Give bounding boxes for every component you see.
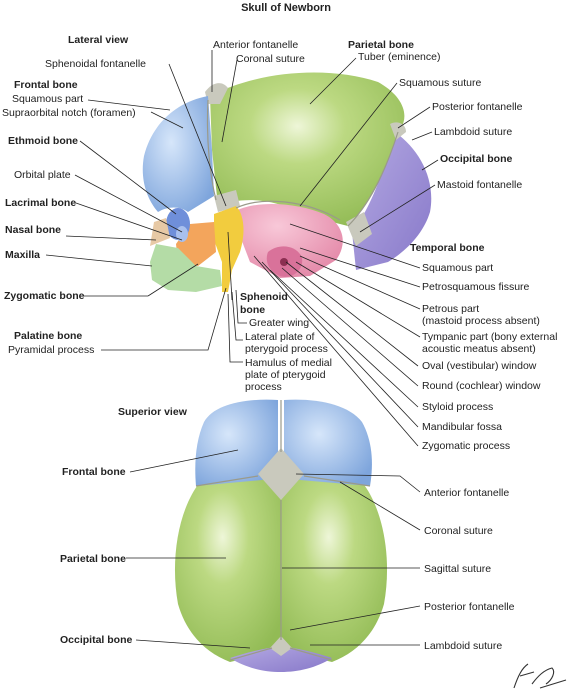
superior-labels: Frontal bone Parietal bone Occipital bon… (60, 466, 515, 652)
superior-coronal-suture (195, 475, 371, 487)
label-petrous-part: Petrous part (422, 303, 479, 315)
label-tympanic-part-note: acoustic meatus absent) (422, 343, 536, 355)
lateral-occipital-bone (352, 132, 432, 270)
netter-signature (513, 663, 567, 689)
lateral-parietal-bone (210, 72, 405, 226)
label-sphenoid-bone: Sphenoid (240, 291, 288, 303)
label-coronal-suture-superior: Coronal suture (424, 525, 493, 537)
lateral-temporal-bone (234, 203, 343, 278)
lateral-sphenoidal-fontanelle (214, 190, 240, 212)
label-nasal-bone: Nasal bone (5, 224, 61, 236)
lateral-view-heading: Lateral view (68, 34, 129, 46)
label-lambdoid-suture-lateral: Lambdoid suture (434, 126, 512, 138)
label-maxilla: Maxilla (5, 249, 40, 261)
superior-leaders (126, 449, 421, 649)
label-sagittal-suture: Sagittal suture (424, 563, 491, 575)
label-petrous-part-note: (mastoid process absent) (422, 315, 540, 327)
label-round-window: Round (cochlear) window (422, 380, 541, 392)
label-lambdoid-suture-superior: Lambdoid suture (424, 640, 502, 652)
superior-frontal-right (284, 399, 372, 486)
superior-view-heading: Superior view (118, 406, 188, 418)
lateral-right-leaders (253, 82, 439, 447)
superior-frontal-left (195, 399, 278, 486)
superior-parietal-right (281, 470, 388, 662)
lateral-bottom-labels: Sphenoid bone Greater wing Lateral plate… (240, 291, 332, 393)
lateral-left-labels: Sphenoidal fontanelle Frontal bone Squam… (2, 58, 146, 356)
label-posterior-fontanelle-superior: Posterior fontanelle (424, 601, 515, 613)
lateral-right-labels: Squamous suture Posterior fontanelle Lam… (399, 77, 557, 452)
lateral-bottom-leaders (227, 231, 247, 363)
label-posterior-fontanelle-lateral: Posterior fontanelle (432, 101, 523, 113)
label-orbital-plate: Orbital plate (14, 169, 71, 181)
label-petrosquamous-fissure: Petrosquamous fissure (422, 281, 530, 293)
lateral-anterior-fontanelle (205, 83, 228, 104)
label-oval-window: Oval (vestibular) window (422, 360, 537, 372)
label-lateral-plate: Lateral plate of (245, 331, 315, 343)
label-lacrimal-bone: Lacrimal bone (5, 197, 76, 209)
superior-parietal-left (174, 470, 281, 662)
superior-anterior-fontanelle (258, 448, 304, 500)
label-temporal-squamous: Squamous part (422, 262, 493, 274)
lateral-top-labels: Anterior fontanelle Coronal suture Parie… (213, 39, 440, 65)
lateral-oval-window (280, 258, 288, 266)
label-parietal-bone-superior: Parietal bone (60, 553, 126, 565)
label-pyramidal-process: Pyramidal process (8, 344, 94, 356)
lateral-left-leaders (45, 63, 227, 351)
label-coronal-suture-lateral: Coronal suture (236, 53, 305, 65)
label-occipital-bone-superior: Occipital bone (60, 634, 133, 646)
lateral-skull (142, 72, 432, 292)
label-squamous-suture: Squamous suture (399, 77, 481, 89)
superior-lambdoid-suture (229, 647, 333, 661)
label-anterior-fontanelle-superior: Anterior fontanelle (424, 487, 509, 499)
superior-skull (174, 399, 388, 672)
label-mastoid-fontanelle: Mastoid fontanelle (437, 179, 522, 191)
lateral-coronal-suture (206, 99, 217, 201)
label-occipital-bone-lateral: Occipital bone (440, 153, 513, 165)
label-tympanic-part: Tympanic part (bony external (422, 331, 557, 343)
lateral-squamous-suture (235, 200, 341, 221)
lateral-maxilla (150, 244, 222, 292)
lateral-posterior-fontanelle (390, 122, 406, 140)
label-hamulus-3: process (245, 381, 282, 393)
lateral-top-leaders (211, 50, 357, 143)
label-zygomatic-bone: Zygomatic bone (4, 290, 85, 302)
label-temporal-bone: Temporal bone (410, 242, 485, 254)
label-tuber-eminence: Tuber (eminence) (358, 51, 440, 63)
label-palatine-bone: Palatine bone (14, 330, 82, 342)
lateral-frontal-bone (142, 96, 214, 212)
label-styloid-process: Styloid process (422, 401, 493, 413)
label-ethmoid-bone: Ethmoid bone (8, 135, 78, 147)
label-sphenoid-bone-2: bone (240, 304, 265, 316)
label-sphenoidal-fontanelle: Sphenoidal fontanelle (45, 58, 146, 70)
label-frontal-squamous: Squamous part (12, 93, 83, 105)
label-supraorbital-notch: Supraorbital notch (foramen) (2, 107, 136, 119)
label-hamulus: Hamulus of medial (245, 357, 332, 369)
label-frontal-bone-superior: Frontal bone (62, 466, 126, 478)
label-frontal-bone: Frontal bone (14, 79, 78, 91)
label-parietal-bone-lateral: Parietal bone (348, 39, 414, 51)
label-hamulus-2: plate of pterygoid (245, 369, 326, 381)
label-zygomatic-process: Zygomatic process (422, 440, 510, 452)
label-greater-wing: Greater wing (249, 317, 309, 329)
superior-posterior-fontanelle (270, 636, 292, 656)
lateral-lambdoid-suture (347, 131, 399, 227)
page-title: Skull of Newborn (241, 2, 331, 14)
label-mandibular-fossa: Mandibular fossa (422, 421, 502, 433)
label-lateral-plate-2: pterygoid process (245, 343, 328, 355)
label-anterior-fontanelle-lateral: Anterior fontanelle (213, 39, 298, 51)
